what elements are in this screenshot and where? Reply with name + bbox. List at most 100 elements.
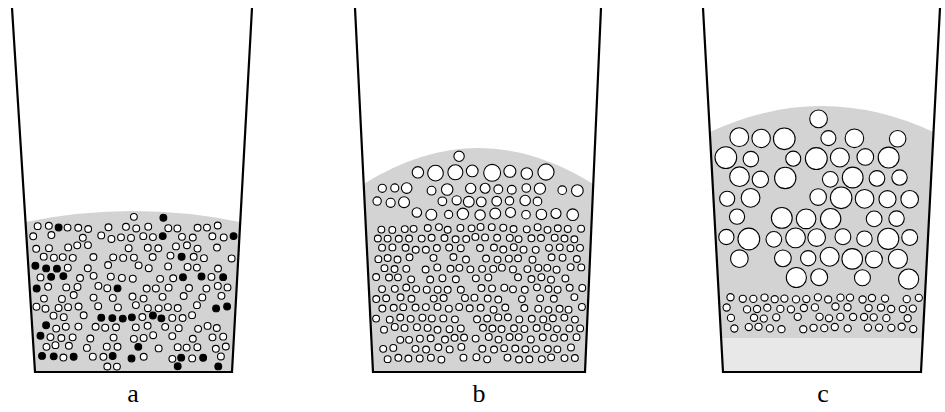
bubble xyxy=(145,223,152,230)
bubble xyxy=(217,353,224,360)
bubble xyxy=(567,264,574,271)
particle xyxy=(128,314,135,321)
bubble xyxy=(434,286,441,293)
bubble xyxy=(391,285,398,292)
bubble xyxy=(70,292,77,299)
bubble xyxy=(381,326,388,333)
bubble xyxy=(534,224,541,231)
bubble xyxy=(572,316,579,323)
particle xyxy=(109,315,116,322)
bubble xyxy=(423,286,430,293)
bubble xyxy=(731,250,749,268)
bubble xyxy=(489,285,496,292)
bubble xyxy=(184,242,191,249)
bubble xyxy=(375,256,382,263)
bubble xyxy=(786,151,801,166)
bubble xyxy=(104,363,111,370)
bubble xyxy=(390,344,397,351)
bubble xyxy=(535,265,542,272)
bubble xyxy=(888,249,907,268)
bubble xyxy=(561,355,568,362)
bubble xyxy=(143,285,150,292)
bubble xyxy=(90,254,97,261)
bubble xyxy=(889,211,904,226)
bubble xyxy=(444,226,451,233)
bubble xyxy=(901,190,919,208)
bubble xyxy=(445,210,453,218)
bubble xyxy=(140,353,147,360)
bubble xyxy=(915,294,922,301)
bubble xyxy=(222,343,229,350)
bubble xyxy=(456,264,463,271)
bubble xyxy=(494,185,503,194)
bubble xyxy=(194,344,201,351)
bubble xyxy=(457,286,464,293)
bubble xyxy=(218,292,225,299)
bubble xyxy=(391,324,398,331)
bubble xyxy=(875,324,882,331)
bubble xyxy=(55,305,62,312)
bubble xyxy=(899,269,919,289)
bubble xyxy=(561,334,568,341)
bubble xyxy=(45,222,52,229)
bubble xyxy=(422,304,429,311)
bubble xyxy=(864,324,871,331)
bubble xyxy=(538,235,545,242)
bubble xyxy=(528,235,535,242)
bubble xyxy=(130,335,137,342)
bubble xyxy=(498,326,505,333)
bubble xyxy=(145,265,152,272)
bubble xyxy=(378,226,385,233)
bubble xyxy=(92,323,99,330)
bubble xyxy=(495,314,502,321)
bubble xyxy=(892,170,907,185)
particle xyxy=(220,274,227,281)
bubble xyxy=(902,230,918,246)
panel-label: b xyxy=(473,381,486,407)
bubble xyxy=(471,294,478,301)
beaker-outline xyxy=(12,8,252,372)
bubble xyxy=(373,296,380,303)
bubble xyxy=(483,255,490,262)
bubble xyxy=(537,295,544,302)
bubble xyxy=(521,286,528,293)
particle xyxy=(178,253,185,260)
bubble xyxy=(63,284,70,291)
bubble xyxy=(510,226,517,233)
bubble xyxy=(778,326,785,333)
particle xyxy=(128,355,135,362)
bubble xyxy=(844,304,851,311)
bubble xyxy=(562,275,569,282)
bubble xyxy=(715,147,737,169)
bubble xyxy=(475,210,485,220)
bubble xyxy=(214,222,221,229)
bubble xyxy=(538,274,545,281)
particle xyxy=(37,332,44,339)
bubble xyxy=(766,232,782,248)
bubble xyxy=(825,315,832,322)
bubble xyxy=(58,335,65,342)
bubble xyxy=(573,256,580,263)
bubble xyxy=(567,245,574,252)
bubble xyxy=(169,355,176,362)
bubble xyxy=(194,245,201,252)
panel-label: a xyxy=(127,381,139,407)
bubble xyxy=(810,324,817,331)
bubble xyxy=(549,315,556,322)
bubble xyxy=(41,295,48,302)
bubble xyxy=(521,326,528,333)
bubble xyxy=(448,165,463,180)
bubble xyxy=(406,235,413,242)
particle xyxy=(43,265,50,272)
bubble xyxy=(903,296,910,303)
bubble xyxy=(434,326,441,333)
bubble xyxy=(33,303,40,310)
bubble xyxy=(811,304,818,311)
bubble xyxy=(77,275,84,282)
bubble xyxy=(727,314,734,321)
bubble xyxy=(89,353,96,360)
bubble xyxy=(538,164,554,180)
bubble xyxy=(446,326,453,333)
bubble xyxy=(910,325,917,332)
bubble xyxy=(60,314,67,321)
